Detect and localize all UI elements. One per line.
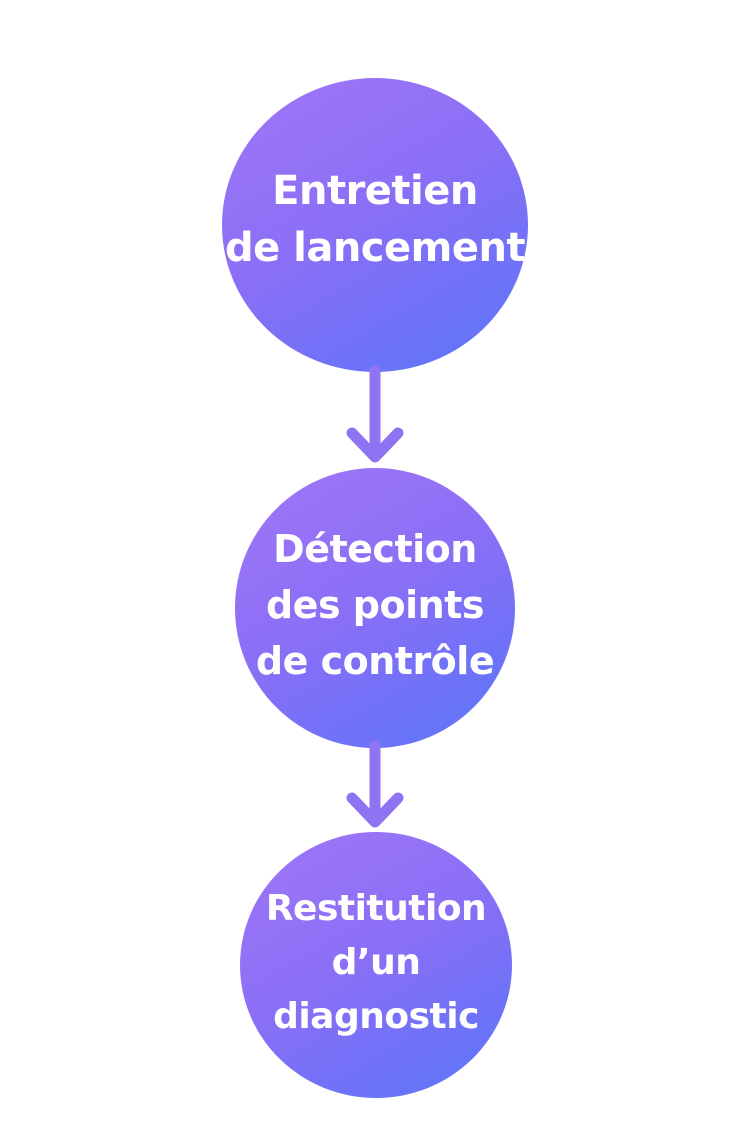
arrow-down-icon bbox=[346, 365, 404, 463]
step-label: Restitution d’un diagnostic bbox=[265, 888, 487, 1037]
step-circle-diagnosis: Restitution d’un diagnostic bbox=[240, 832, 512, 1098]
step-label: Détection des points de contrôle bbox=[255, 527, 495, 683]
step-label: Entretien de lancement bbox=[224, 168, 526, 271]
step-circle-control-points: Détection des points de contrôle bbox=[235, 468, 515, 748]
arrow-down-icon bbox=[346, 740, 404, 828]
step-circle-launch-interview: Entretien de lancement bbox=[222, 78, 528, 372]
